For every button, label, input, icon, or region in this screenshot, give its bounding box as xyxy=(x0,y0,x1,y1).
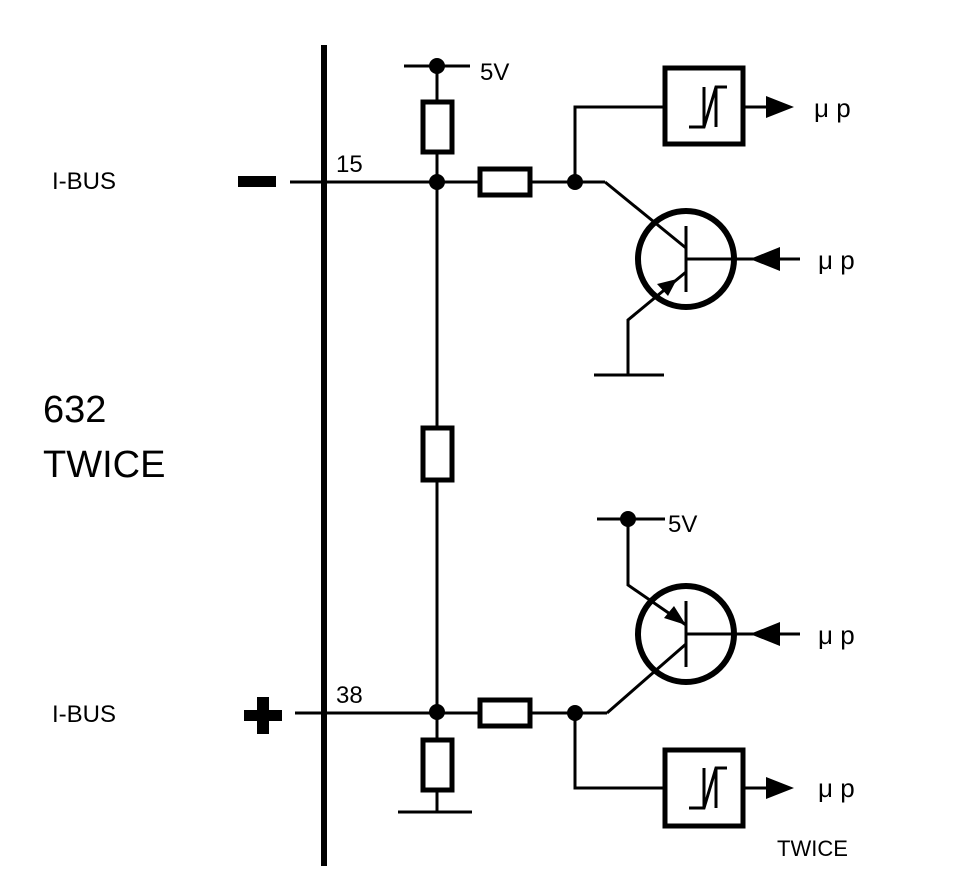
resistor-pullup xyxy=(420,99,455,155)
junction-top-left xyxy=(429,174,445,190)
minus-symbol xyxy=(238,176,276,187)
device-label-number: 632 xyxy=(43,389,106,431)
resistor-series-top xyxy=(477,166,533,198)
emitter-arrow-icon xyxy=(664,606,686,625)
supply-label-bottom: 5V xyxy=(668,511,697,538)
ibus-label-top: I-BUS xyxy=(52,168,116,195)
resistor-series-bottom xyxy=(477,697,533,729)
arrow-left-icon xyxy=(750,622,780,646)
junction-bottom-left xyxy=(429,704,445,720)
arrow-left-icon xyxy=(750,247,780,271)
resistor-middle xyxy=(420,425,455,483)
emitter-arrow-icon xyxy=(657,279,677,296)
plus-symbol xyxy=(244,697,282,734)
mp-label-top-transistor: μ p xyxy=(818,245,855,275)
footer-label: TWICE xyxy=(777,836,848,861)
supply-label-top: 5V xyxy=(480,59,509,86)
wire-to-trigger-bottom xyxy=(573,713,665,790)
wire-to-trigger-top xyxy=(573,105,665,182)
resistor-pulldown xyxy=(420,737,455,793)
transistor-top-collector xyxy=(604,180,687,250)
mp-label-top-trigger: μ p xyxy=(814,93,851,123)
arrow-right-icon xyxy=(766,96,794,118)
mp-label-bottom-transistor: μ p xyxy=(818,620,855,650)
hysteresis-icon xyxy=(689,766,727,810)
ibus-label-bottom: I-BUS xyxy=(52,701,116,728)
junction-supply-top xyxy=(429,58,445,74)
arrow-right-icon xyxy=(766,777,794,799)
transistor-bottom-collector xyxy=(606,642,687,715)
hysteresis-icon xyxy=(689,85,727,129)
pin-label-bottom: 38 xyxy=(336,682,363,709)
transistor-bottom-emitter xyxy=(626,519,687,627)
mp-label-bottom-trigger: μ p xyxy=(818,773,855,803)
pin-label-top: 15 xyxy=(336,151,363,178)
transistor-top-emitter xyxy=(626,270,687,375)
device-label-name: TWICE xyxy=(43,444,165,486)
